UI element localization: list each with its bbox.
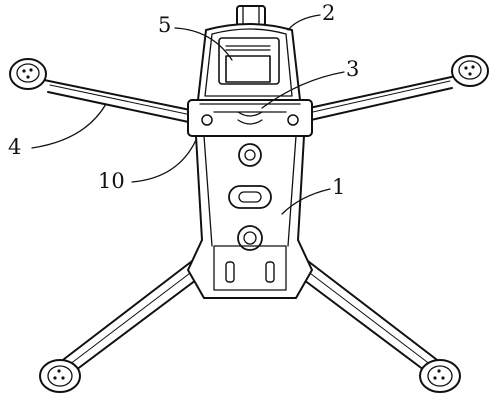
gimbal-housing bbox=[197, 5, 301, 101]
front-right-motor bbox=[451, 55, 489, 87]
front-right-arm bbox=[299, 75, 457, 123]
rear-right-motor bbox=[419, 359, 461, 393]
callout-2: 2 bbox=[322, 1, 335, 25]
front-left-arm bbox=[43, 79, 201, 125]
callout-3: 3 bbox=[346, 57, 359, 81]
callout-labels: 1 2 3 4 5 10 bbox=[8, 1, 359, 199]
callout-10: 10 bbox=[98, 169, 125, 193]
callout-4: 4 bbox=[8, 135, 21, 159]
rear-left-motor bbox=[39, 359, 81, 393]
front-left-motor bbox=[9, 58, 47, 90]
main-body bbox=[187, 135, 313, 299]
leader-lines bbox=[31, 14, 345, 215]
rear-left-arm bbox=[54, 254, 213, 377]
callout-5: 5 bbox=[158, 13, 171, 37]
rear-right-arm bbox=[287, 254, 446, 377]
callout-1: 1 bbox=[332, 175, 345, 199]
front-hinge-block bbox=[187, 99, 313, 137]
